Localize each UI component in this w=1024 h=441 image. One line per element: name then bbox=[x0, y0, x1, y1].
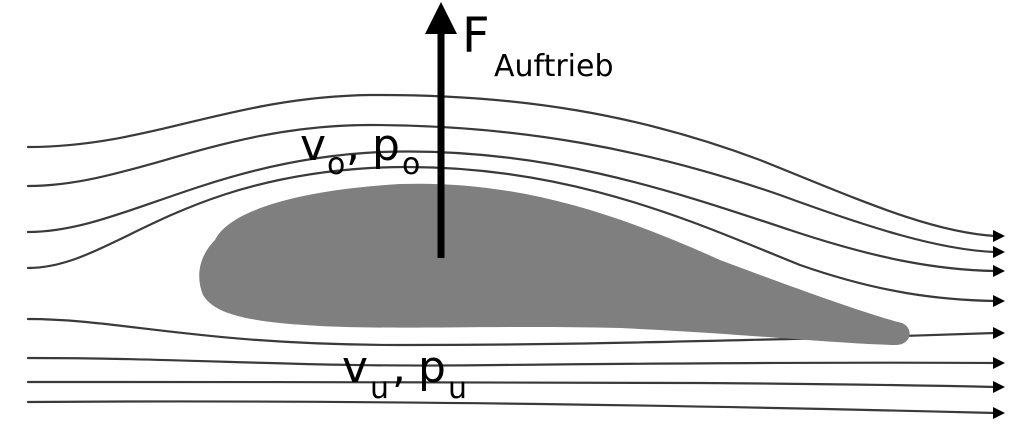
lift-force-arrow bbox=[425, 2, 457, 258]
svg-text:v: v bbox=[300, 120, 326, 171]
lift-force-subscript: Auftrieb bbox=[494, 49, 614, 84]
streamline-7 bbox=[26, 380, 997, 389]
lower-velocity-symbol: v bbox=[342, 342, 368, 393]
upper-velocity-subscript: o bbox=[327, 147, 345, 182]
upper-pressure-symbol: p bbox=[372, 120, 400, 171]
lift-force-label: F bbox=[462, 8, 490, 64]
lower-pressure-subscript: u bbox=[448, 371, 467, 406]
streamline-6 bbox=[26, 356, 997, 367]
upper-pressure-subscript: o bbox=[402, 147, 420, 182]
svg-text:u: u bbox=[370, 371, 389, 406]
arrowhead-4 bbox=[993, 295, 1005, 307]
lower-separator: , bbox=[392, 342, 406, 393]
svg-text:,: , bbox=[346, 120, 360, 171]
arrowhead-5 bbox=[993, 327, 1005, 339]
arrowhead-2 bbox=[993, 246, 1005, 258]
streamline-8 bbox=[26, 400, 997, 415]
svg-text:v: v bbox=[342, 342, 368, 393]
streamline-arrowheads bbox=[993, 230, 1005, 419]
streamline-4 bbox=[26, 166, 997, 303]
lower-pressure-symbol: p bbox=[418, 342, 446, 393]
upper-flow-label: v o , p o bbox=[300, 120, 420, 182]
svg-text:o: o bbox=[327, 147, 345, 182]
arrowhead-7 bbox=[993, 381, 1005, 393]
svg-text:u: u bbox=[448, 371, 467, 406]
streamline-1 bbox=[26, 93, 997, 238]
arrowhead-8 bbox=[993, 407, 1005, 419]
svg-text:o: o bbox=[402, 147, 420, 182]
force-subscript: Auftrieb bbox=[494, 49, 614, 84]
arrowhead-6 bbox=[993, 357, 1005, 369]
upper-streamlines bbox=[26, 93, 997, 303]
lower-flow-label: v u , p u bbox=[342, 342, 467, 406]
streamline-3 bbox=[26, 150, 997, 273]
lift-arrow-head bbox=[425, 2, 457, 34]
arrowhead-1 bbox=[993, 230, 1005, 242]
svg-text:,: , bbox=[392, 342, 406, 393]
upper-velocity-symbol: v bbox=[300, 120, 326, 171]
force-symbol: F bbox=[462, 8, 490, 64]
airfoil-profile bbox=[199, 183, 910, 345]
arrowhead-3 bbox=[993, 265, 1005, 277]
upper-separator: , bbox=[346, 120, 360, 171]
streamline-2 bbox=[26, 123, 997, 254]
svg-text:p: p bbox=[372, 120, 400, 171]
svg-text:p: p bbox=[418, 342, 446, 393]
lower-velocity-subscript: u bbox=[370, 371, 389, 406]
